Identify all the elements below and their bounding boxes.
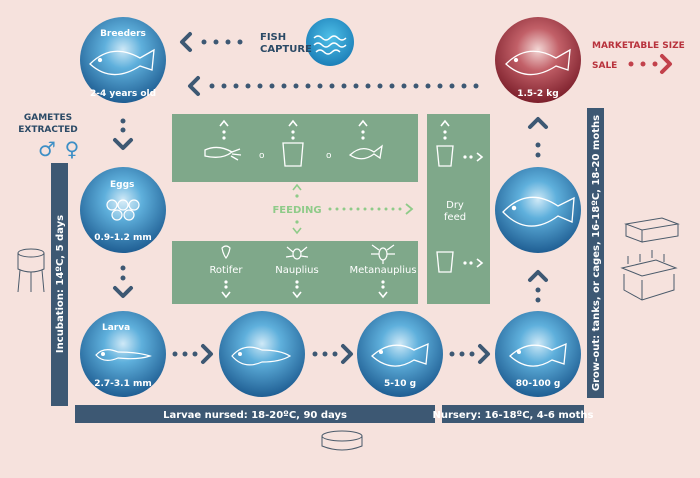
growout-bar: Grow-out: tanks, or cages, 16-18ºC, 18-2… [587, 108, 604, 398]
cage-icon [620, 250, 678, 301]
dry-feed-arrow-top [463, 152, 484, 162]
larva-late-icon [231, 346, 292, 366]
larvae-nursed-bar: Larvae nursed: 18-20ºC, 90 days [75, 405, 435, 423]
feeding-center: FEEDING [272, 183, 414, 235]
growout-circle [495, 167, 581, 253]
larva-late-circle [219, 311, 305, 397]
incubation-label: Incubation: 14ºC, 5 days [55, 215, 66, 353]
metanauplius-icon [371, 244, 395, 264]
growout-to-market-arrow [528, 117, 548, 158]
round-tank-icon [321, 430, 363, 451]
eggs-circle: Eggs 0.9-1.2 mm [80, 167, 166, 253]
separator-2: o [326, 151, 332, 161]
fish-capture-arrow [180, 32, 243, 52]
incubation-bar: Incubation: 14ºC, 5 days [51, 163, 68, 406]
dry-feed-bag-icon-bottom [436, 251, 454, 273]
breeders-title: Breeders [100, 29, 146, 39]
flatfish-icon [509, 342, 567, 367]
juvenile-small-circle: 5-10 g [357, 311, 443, 397]
marketable-circle: 1.5-2 kg [495, 17, 581, 103]
flatfish-icon [502, 196, 575, 227]
larvae-nursed-label: Larvae nursed: 18-20ºC, 90 days [163, 410, 347, 421]
growout-label: Grow-out: tanks, or cages, 16-18ºC, 18-2… [591, 115, 602, 391]
gametes-label-2: EXTRACTED [18, 125, 77, 135]
juvenile-to-nursery-arrow [449, 344, 490, 364]
tank-icon [624, 217, 680, 243]
sale-label: SALE [592, 61, 617, 71]
nursery-label: Nursery: 16-18ºC, 4-6 moths [432, 410, 593, 421]
fish-capture-label-2: CAPTURE [260, 44, 312, 55]
female-symbol-icon: ♀ [65, 137, 80, 161]
incubator-icon [17, 248, 45, 293]
sale-arrow [628, 54, 672, 74]
marketable-subtitle: 1.5-2 kg [517, 89, 559, 99]
flatfish-icon [371, 342, 429, 367]
rotifer-label: Rotifer [209, 265, 243, 276]
nauplius-label: Nauplius [275, 265, 318, 276]
separator-1: o [259, 151, 265, 161]
dry-feed-label-1: Dry [446, 200, 464, 211]
larva-subtitle: 2.7-3.1 mm [94, 379, 152, 389]
wave-icon [313, 35, 347, 55]
fish-capture-label-1: FISH [260, 32, 286, 43]
larva2-to-juvenile-arrow [312, 344, 353, 364]
feeding-label: FEEDING [272, 205, 321, 216]
eggs-icon [106, 199, 140, 221]
larva-circle: Larva 2.7-3.1 mm [80, 311, 166, 397]
eggs-to-larva-arrow [113, 265, 133, 298]
larva-to-larva2-arrow [172, 344, 213, 364]
eggs-title: Eggs [110, 180, 134, 190]
metanauplius-label: Metanauplius [349, 265, 416, 276]
dry-feed-arrow-bottom [463, 258, 484, 268]
market-to-breeders-arrow [188, 76, 479, 96]
live-feed-down-arrows [221, 280, 388, 299]
nursery-to-growout-arrow [528, 270, 548, 303]
juvenile-large-subtitle: 80-100 g [516, 379, 561, 389]
flatfish-icon [505, 48, 571, 76]
male-symbol-icon: ♂ [38, 137, 56, 161]
squid-icon [204, 146, 242, 161]
feed-up-arrows [219, 119, 450, 140]
feed-bag-icon [282, 142, 304, 167]
flatfish-icon [89, 48, 155, 76]
eggs-subtitle: 0.9-1.2 mm [94, 233, 152, 243]
fish-capture-wave-circle [306, 18, 354, 66]
nursery-bar: Nursery: 16-18ºC, 4-6 moths [432, 405, 594, 423]
juvenile-large-circle: 80-100 g [495, 311, 581, 397]
larva-title: Larva [102, 323, 130, 333]
dry-feed-label-2: feed [444, 212, 466, 223]
juvenile-small-subtitle: 5-10 g [384, 379, 416, 389]
small-fish-icon [348, 144, 383, 160]
breeders-subtitle: 2-4 years old [90, 89, 156, 99]
gametes-label-1: GAMETES [24, 113, 72, 123]
breeders-to-eggs-arrow [113, 118, 133, 150]
dry-feed-bag-icon-top [436, 145, 454, 167]
marketable-size-label: MARKETABLE SIZE [592, 41, 685, 51]
larva-icon [95, 349, 152, 361]
breeders-circle: Breeders 2-4 years old [80, 17, 166, 103]
nauplius-icon [285, 246, 309, 260]
rotifer-icon [221, 245, 231, 260]
